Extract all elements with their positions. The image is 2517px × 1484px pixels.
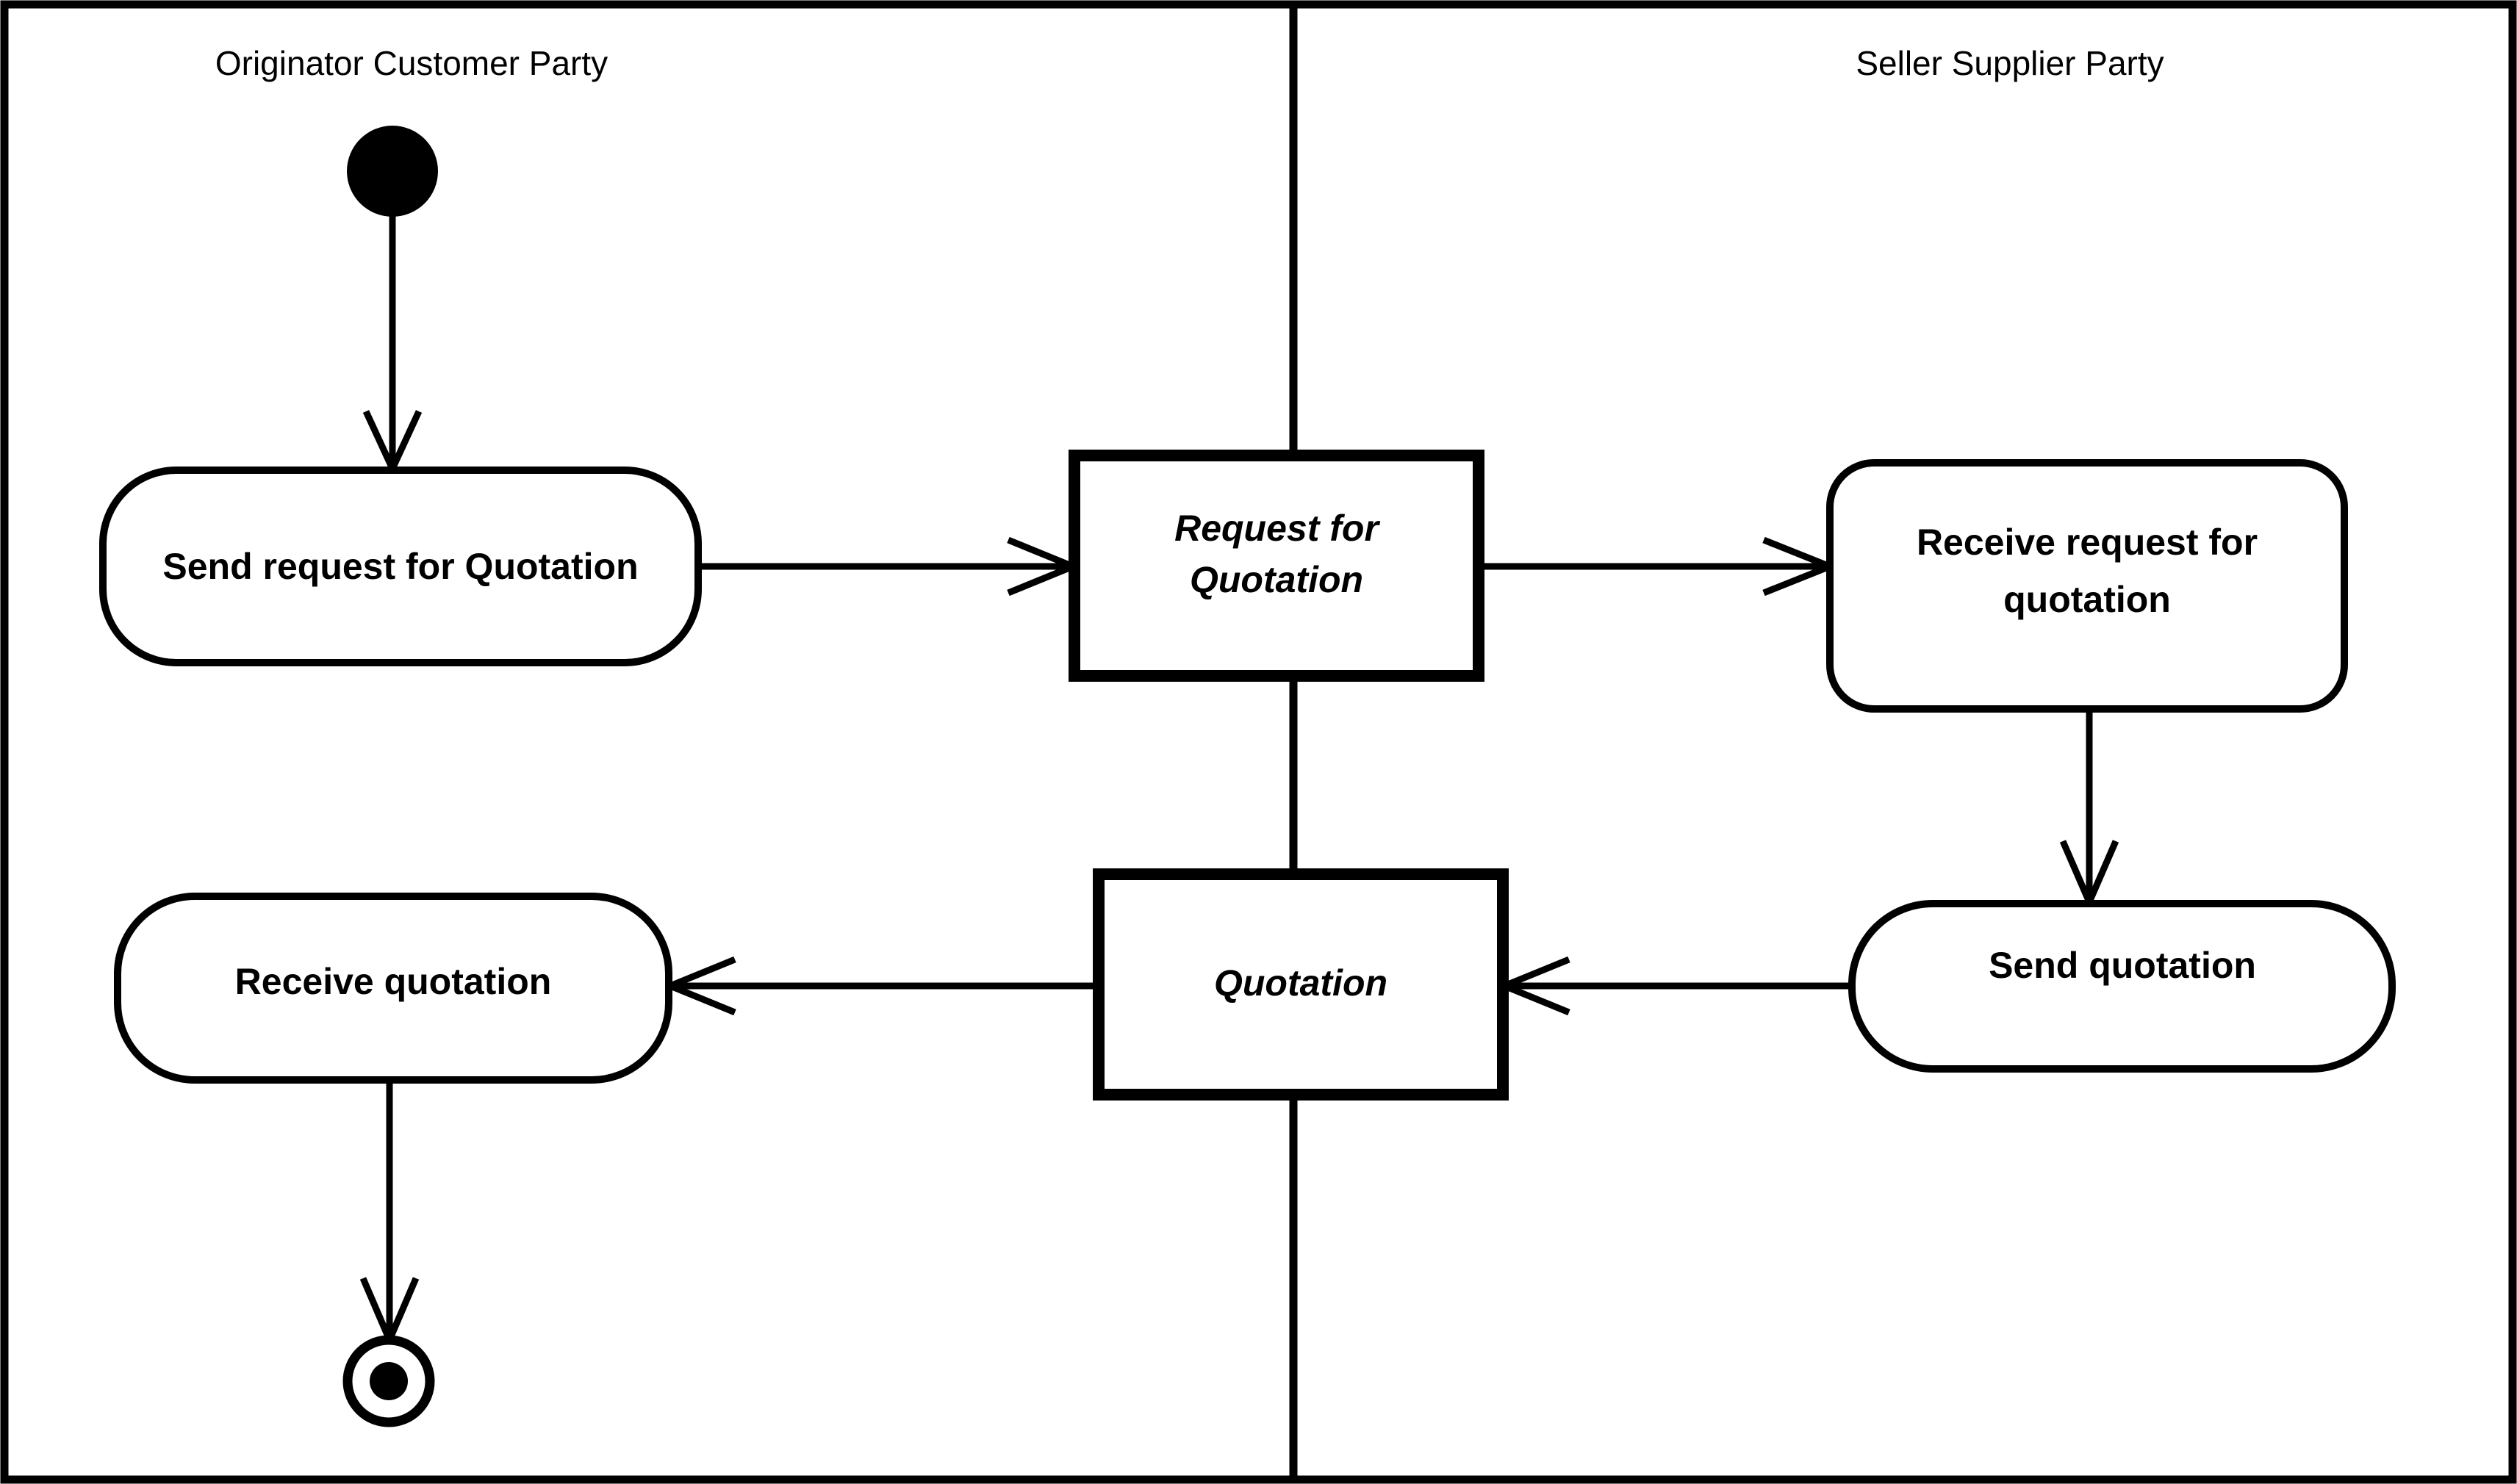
edge-send-quotation-to-quotation-object	[1496, 956, 1852, 1016]
action-label-receive-quotation: Receive quotation	[235, 961, 552, 1002]
edge-send-rfq-to-rfq-object	[698, 536, 1082, 597]
object-node-quotation[interactable]: Quotation	[1093, 868, 1509, 1101]
action-label-receive-request-for-quotation-line2: quotation	[2003, 579, 2171, 620]
object-label-request-for-quotation-line1: Request for	[1174, 508, 1380, 549]
action-label-send-request-for-quotation: Send request for Quotation	[162, 546, 638, 587]
edge-receive-quotation-to-final	[359, 1080, 420, 1349]
edge-rfq-object-to-receive-rfq	[1479, 536, 1839, 597]
object-label-quotation: Quotation	[1214, 962, 1387, 1004]
action-send-quotation[interactable]: Send quotation	[1848, 900, 2396, 1073]
object-label-request-for-quotation-line2: Quotation	[1190, 559, 1363, 600]
initial-node[interactable]	[347, 126, 438, 217]
lane-title-originator: Originator Customer Party	[215, 44, 608, 82]
object-node-request-for-quotation[interactable]: Request for Quotation	[1069, 450, 1484, 682]
lane-title-seller: Seller Supplier Party	[1856, 44, 2164, 82]
edge-quotation-object-to-receive-quotation	[661, 956, 1099, 1016]
edge-initial-to-send-rfq	[362, 215, 423, 477]
action-receive-request-for-quotation[interactable]: Receive request for quotation	[1826, 459, 2348, 713]
activity-final-node[interactable]	[342, 1335, 435, 1427]
action-send-request-for-quotation[interactable]: Send request for Quotation	[99, 467, 702, 666]
edge-receive-rfq-to-send-quotation	[2059, 709, 2119, 911]
action-label-receive-request-for-quotation-line1: Receive request for	[1917, 522, 2258, 563]
action-label-send-quotation: Send quotation	[1989, 945, 2256, 986]
action-receive-quotation[interactable]: Receive quotation	[114, 893, 672, 1084]
